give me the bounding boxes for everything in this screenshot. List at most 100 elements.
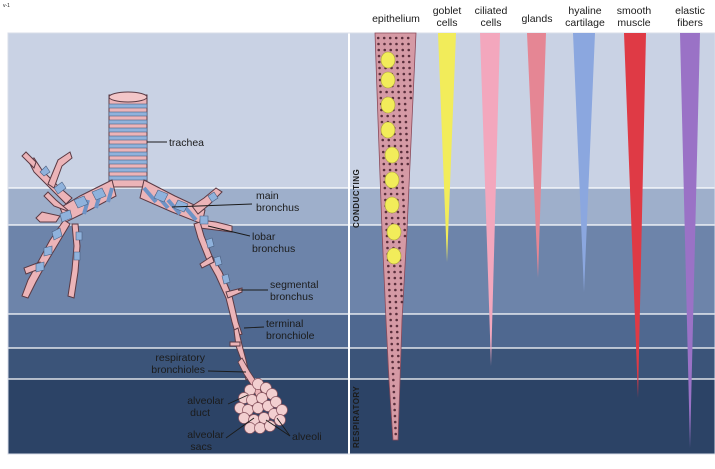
epithelium-nucleus xyxy=(394,415,397,418)
epithelium-nucleus xyxy=(398,109,401,112)
epithelium-nucleus xyxy=(389,307,392,310)
epithelium-nucleus xyxy=(389,301,392,304)
label-respiratory-bronchioles-line1: respiratory xyxy=(155,352,205,364)
trachea-ring xyxy=(109,120,147,124)
epithelium-nucleus xyxy=(403,229,406,232)
epithelium-nucleus xyxy=(391,355,394,358)
epithelium-nucleus xyxy=(396,325,399,328)
corner-mark: v-1 xyxy=(3,3,10,9)
epithelium-nucleus xyxy=(394,145,397,148)
epithelium-nucleus xyxy=(394,427,397,430)
epithelium-nucleus xyxy=(388,145,391,148)
epithelium-nucleus xyxy=(400,283,403,286)
trachea-ring xyxy=(109,136,147,140)
epithelium-nucleus xyxy=(377,49,380,52)
epithelium-nucleus xyxy=(398,115,401,118)
epithelium-nucleus xyxy=(394,163,397,166)
epithelium-nucleus xyxy=(402,205,405,208)
epithelium-nucleus xyxy=(405,133,408,136)
epithelium-nucleus xyxy=(396,343,399,346)
epithelium-nucleus xyxy=(379,91,382,94)
epithelium-nucleus xyxy=(396,337,399,340)
epithelium-nucleus xyxy=(391,217,394,220)
epithelium-nucleus xyxy=(389,319,392,322)
epithelium-nucleus xyxy=(389,43,392,46)
epithelium-nucleus xyxy=(395,319,398,322)
epithelium-nucleus xyxy=(402,193,405,196)
label-segmental-bronchus-line2: bronchus xyxy=(270,291,313,303)
label-segmental-bronchus-line1: segmental xyxy=(270,279,318,291)
epithelium-nucleus xyxy=(403,223,406,226)
epithelium-nucleus xyxy=(382,151,385,154)
epithelium-goblet-cell xyxy=(387,224,401,240)
epithelium-nucleus xyxy=(405,121,408,124)
alveolus xyxy=(253,403,264,414)
epithelium-nucleus xyxy=(383,43,386,46)
epithelium-nucleus xyxy=(401,301,404,304)
epithelium-nucleus xyxy=(394,295,397,298)
epithelium-nucleus xyxy=(396,61,399,64)
epithelium-nucleus xyxy=(393,265,396,268)
epithelium-nucleus xyxy=(404,109,407,112)
epithelium-nucleus xyxy=(389,49,392,52)
epithelium-nucleus xyxy=(381,121,384,124)
epithelium-nucleus xyxy=(397,217,400,220)
epithelium-nucleus xyxy=(390,193,393,196)
epithelium-nucleus xyxy=(392,367,395,370)
header-cartilage-line1: hyaline xyxy=(568,5,601,17)
label-alveolar-sacs-line2: sacs xyxy=(190,441,212,453)
header-elastic-line2: fibers xyxy=(677,17,703,29)
epithelium-nucleus xyxy=(394,277,397,280)
epithelium-nucleus xyxy=(404,235,407,238)
band-lobar-segmental-level xyxy=(8,225,715,314)
epithelium-nucleus xyxy=(408,55,411,58)
epithelium-nucleus xyxy=(403,79,406,82)
epithelium-nucleus xyxy=(393,271,396,274)
epithelium-nucleus xyxy=(401,37,404,40)
epithelium-nucleus xyxy=(378,67,381,70)
epithelium-nucleus xyxy=(399,139,402,142)
epithelium-nucleus xyxy=(383,49,386,52)
epithelium-nucleus xyxy=(403,73,406,76)
epithelium-nucleus xyxy=(409,85,412,88)
epithelium-nucleus xyxy=(406,145,409,148)
epithelium-nucleus xyxy=(391,349,394,352)
epithelium-nucleus xyxy=(388,283,391,286)
epithelium-nucleus xyxy=(393,139,396,142)
epithelium-nucleus xyxy=(398,367,401,370)
epithelium-nucleus xyxy=(410,97,413,100)
epithelium-nucleus xyxy=(387,271,390,274)
label-lobar-bronchus-line2: bronchus xyxy=(252,243,295,255)
epithelium-nucleus xyxy=(408,67,411,70)
epithelium-nucleus xyxy=(388,289,391,292)
trachea-tube xyxy=(109,92,147,187)
epithelium-nucleus xyxy=(398,97,401,100)
alveolus xyxy=(275,415,286,426)
epithelium-nucleus xyxy=(390,343,393,346)
epithelium-nucleus xyxy=(390,331,393,334)
epithelium-nucleus xyxy=(385,91,388,94)
trachea-ring xyxy=(109,176,147,180)
epithelium-nucleus xyxy=(389,37,392,40)
trachea-ring xyxy=(109,144,147,148)
epithelium-goblet-cell xyxy=(387,248,401,264)
epithelium-nucleus xyxy=(401,43,404,46)
epithelium-nucleus xyxy=(388,277,391,280)
epithelium-nucleus xyxy=(391,361,394,364)
epithelium-nucleus xyxy=(394,283,397,286)
epithelium-nucleus xyxy=(390,325,393,328)
epithelium-nucleus xyxy=(393,397,396,400)
epithelium-nucleus xyxy=(398,241,401,244)
epithelium-nucleus xyxy=(378,61,381,64)
header-ciliated-line2: cells xyxy=(480,17,501,29)
epithelium-nucleus xyxy=(400,289,403,292)
epithelium-nucleus xyxy=(396,187,399,190)
epithelium-nucleus xyxy=(401,175,404,178)
epithelium-nucleus xyxy=(393,121,396,124)
epithelium-nucleus xyxy=(398,103,401,106)
epithelium-goblet-cell xyxy=(381,97,395,113)
epithelium-goblet-cell xyxy=(381,122,395,138)
epithelium-nucleus xyxy=(389,313,392,316)
header-elastic-line1: elastic xyxy=(675,5,705,17)
